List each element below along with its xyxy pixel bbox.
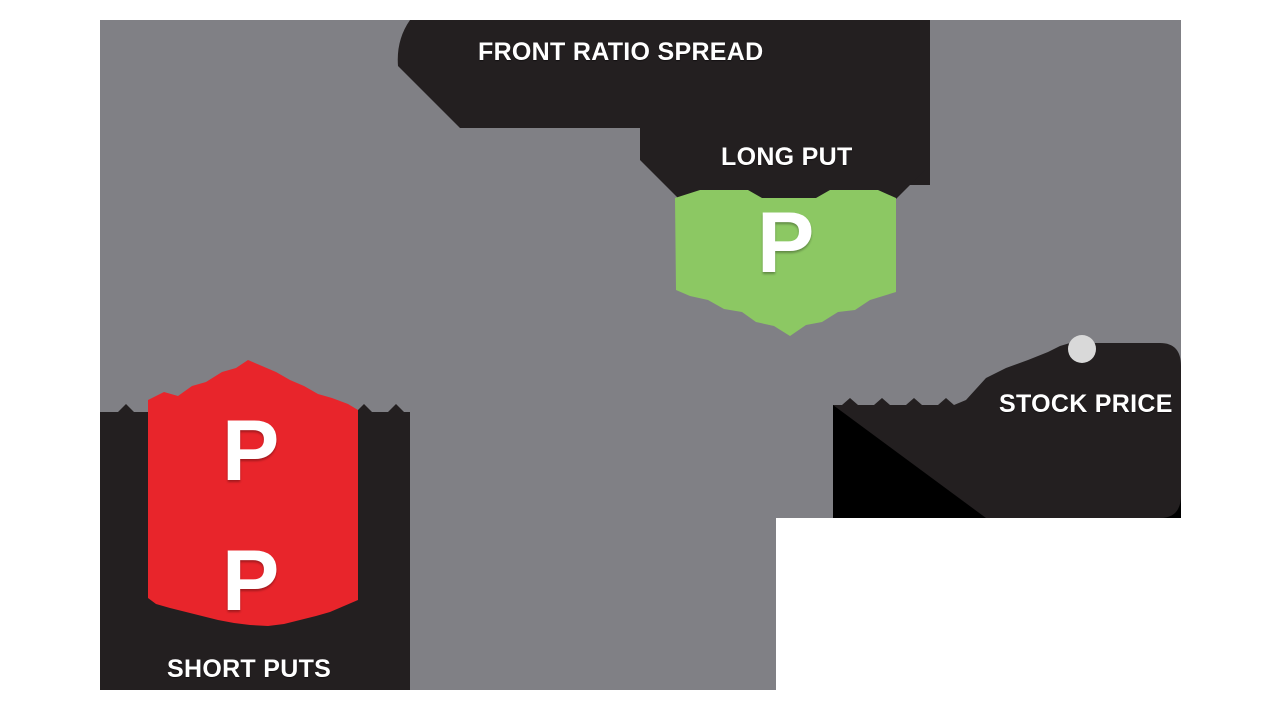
stock-price-label: STOCK PRICE — [999, 390, 1173, 418]
short-put-badge-letter-2: P — [222, 533, 280, 629]
stock-price-panel — [833, 343, 1181, 518]
front-ratio-spread-label: FRONT RATIO SPREAD — [478, 38, 764, 66]
short-puts-label: SHORT PUTS — [167, 655, 332, 683]
long-put-label: LONG PUT — [721, 143, 853, 171]
long-put-badge — [675, 190, 896, 336]
stock-price-marker-dot — [1068, 335, 1096, 363]
short-puts-badge — [148, 360, 358, 626]
long-put-panel — [640, 128, 925, 200]
short-put-badge-letter-1: P — [222, 403, 280, 499]
long-put-badge-letter: P — [757, 195, 815, 291]
